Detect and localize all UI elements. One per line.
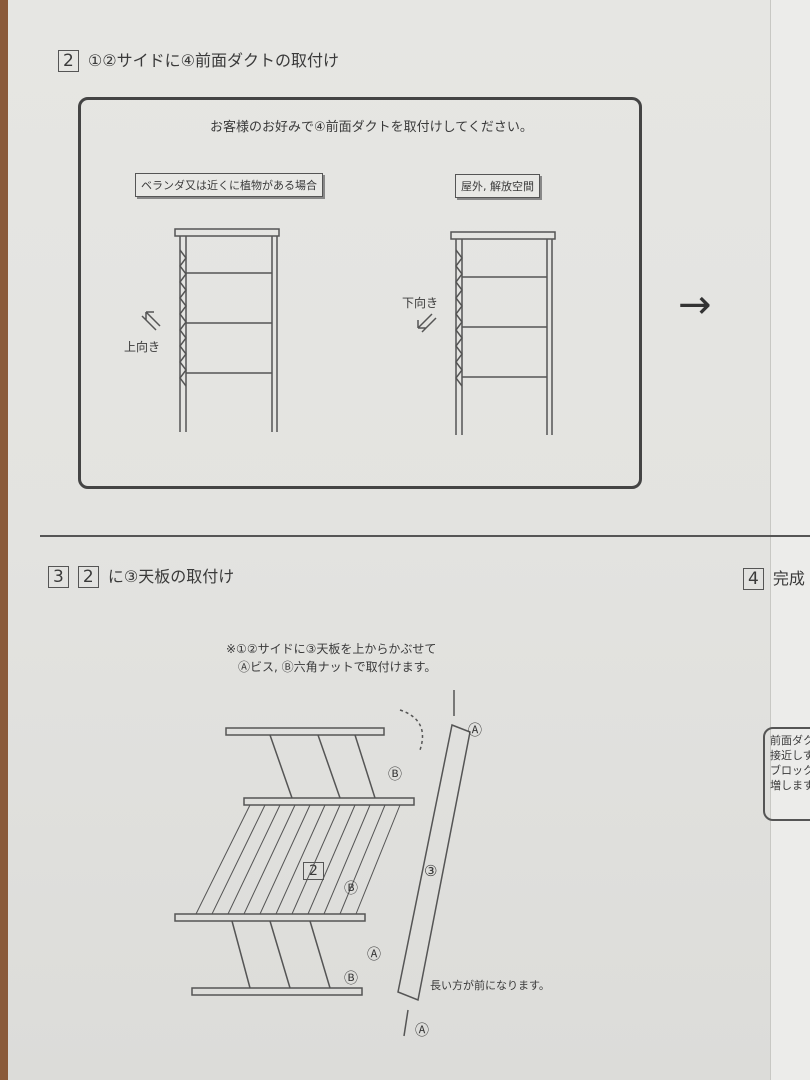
next-page-edge <box>770 0 810 1080</box>
nut-label: Ⓑ <box>388 767 402 783</box>
part-label-frame: 2 <box>303 862 324 880</box>
screw-label-3: Ⓐ <box>415 1023 429 1039</box>
arrow-down-left-icon <box>417 313 437 333</box>
step4-title: 完成 <box>772 569 805 588</box>
screw-label-2: Ⓐ <box>367 947 381 963</box>
step3-note-line1: ※①②サイドに③天板を上からかぶせて <box>226 642 437 656</box>
step2-instruction: お客様のお好みで④前面ダクトを取付けしてください。 <box>210 120 533 135</box>
part-label-top-panel: ③ <box>424 862 438 880</box>
step4-note-bubble: 前面ダク 接近しす ブロック 増します <box>763 727 810 821</box>
step4-note-line: 前面ダク <box>770 734 810 747</box>
arrow-up-left-icon <box>141 311 161 331</box>
step4-note-line: 接近しす <box>770 749 810 762</box>
option-left-direction: 上向き <box>124 340 161 354</box>
option-right-label: 屋外, 解放空間 <box>455 174 540 198</box>
rack-left-drawing <box>174 228 280 432</box>
nut-label-2: Ⓑ <box>344 881 358 897</box>
next-arrow-icon: → <box>678 282 712 328</box>
step3-heading: 3 2 に③天板の取付け <box>48 563 234 588</box>
section-divider <box>40 535 810 537</box>
step4-heading: 4 完成 <box>743 565 805 590</box>
step2-heading: 2 ①②サイドに④前面ダクトの取付け <box>58 47 339 72</box>
step3-title: に③天板の取付け <box>107 567 235 586</box>
step2-option-box <box>78 97 642 489</box>
step2-number: 2 <box>58 50 79 72</box>
step2-title: ①②サイドに④前面ダクトの取付け <box>87 51 339 70</box>
step3-number: 3 <box>48 566 69 588</box>
option-left-label: ベランダ又は近くに植物がある場合 <box>135 173 323 197</box>
option-right-direction: 下向き <box>402 296 439 310</box>
step4-number: 4 <box>743 568 764 590</box>
nut-label-3: Ⓑ <box>344 971 358 987</box>
step4-note-line: 増します <box>770 779 810 792</box>
step3-note-line2: Ⓐビス, Ⓑ六角ナットで取付けます。 <box>238 660 437 674</box>
top-panel-assembly-diagram <box>174 690 471 1037</box>
rack-right-drawing <box>450 231 556 435</box>
front-orientation-note: 長い方が前になります。 <box>430 979 550 992</box>
duct-diagrams <box>141 228 556 435</box>
step4-note-line: ブロック <box>770 764 810 777</box>
step3-ref-number: 2 <box>77 566 99 588</box>
screw-label: Ⓐ <box>468 723 482 739</box>
